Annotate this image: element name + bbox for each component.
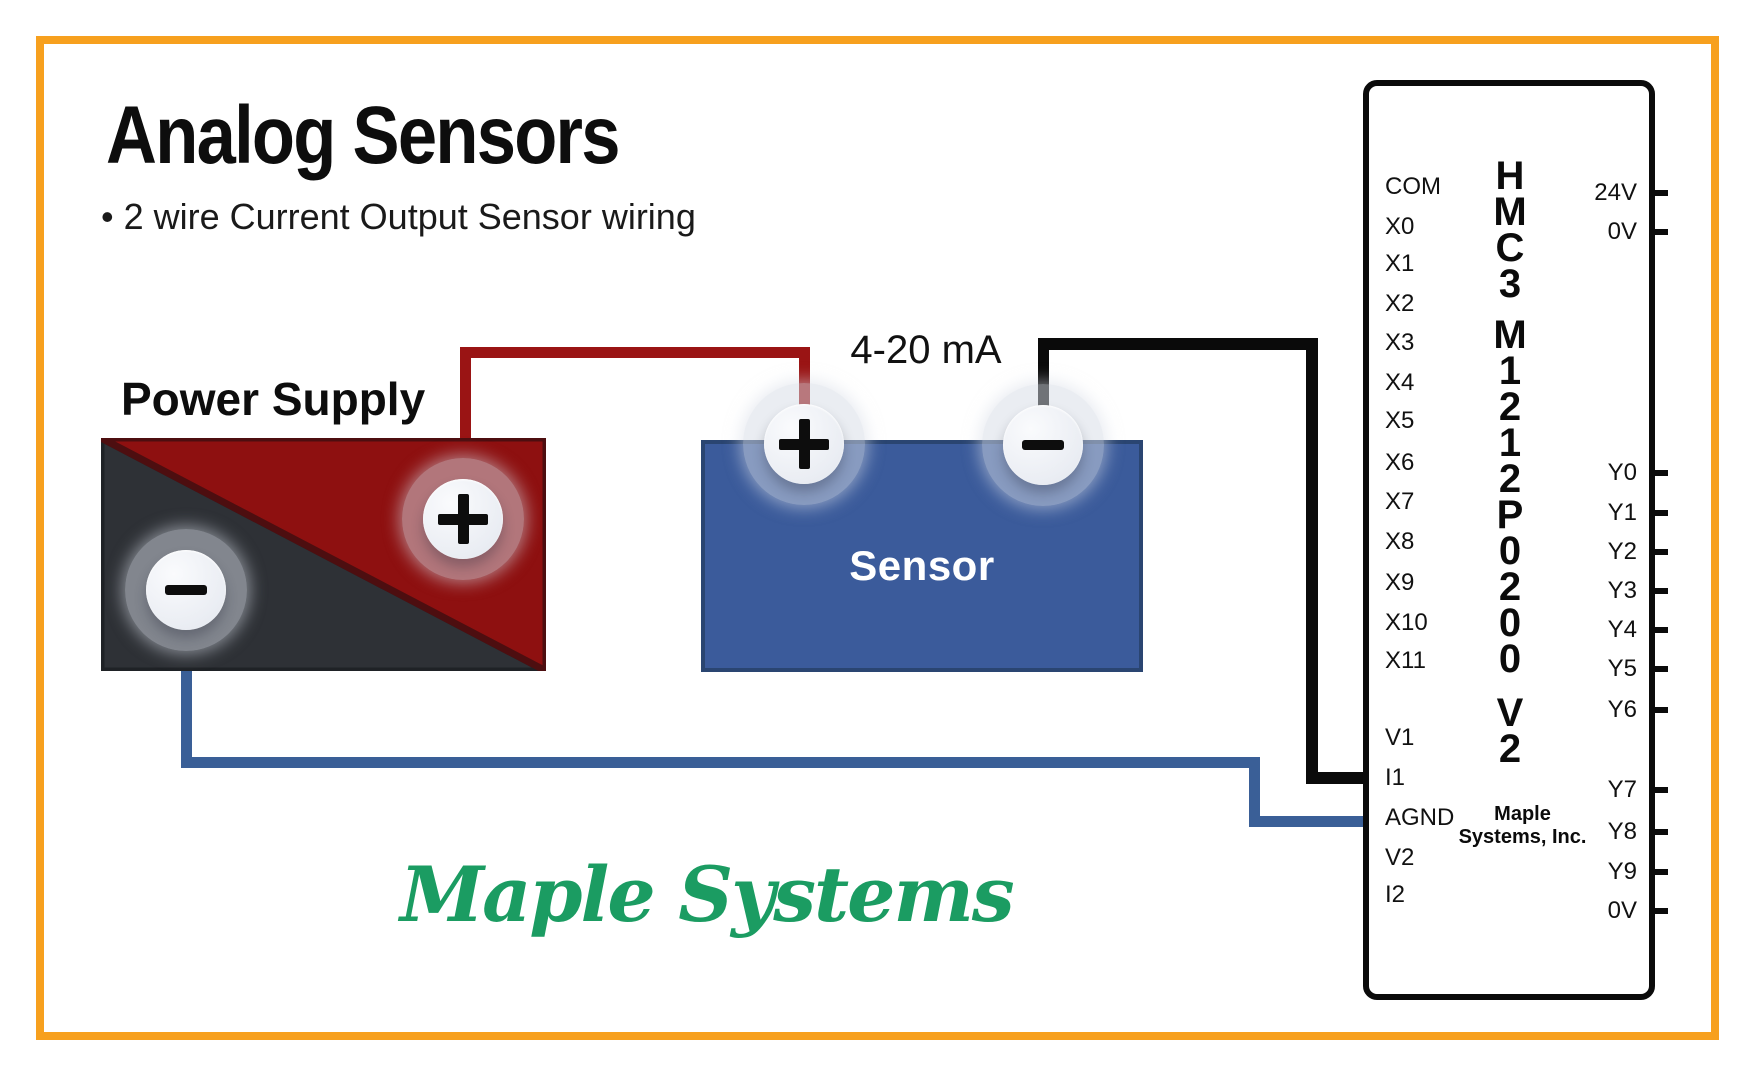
pin-label-y6: Y6	[1607, 696, 1637, 723]
pin-label-y1: Y1	[1607, 499, 1637, 526]
plus-terminal-icon	[764, 404, 844, 484]
pin-label-0v-top: 0V	[1607, 218, 1637, 245]
pin-label-y5: Y5	[1607, 655, 1637, 682]
red-wire-vertical-powersupply	[460, 347, 471, 442]
page-subtitle: • 2 wire Current Output Sensor wiring	[101, 196, 696, 237]
pin-label-agnd: AGND	[1385, 804, 1455, 831]
pin-label-i1: I1	[1385, 764, 1406, 791]
controller-model-hmc3: H M C 3	[1493, 154, 1527, 306]
pin-label-x1: X1	[1385, 250, 1415, 277]
sensor-label: Sensor	[849, 542, 995, 589]
black-wire-vertical-sensor	[1038, 338, 1049, 410]
pin-stub	[1649, 829, 1668, 835]
blue-wire-vertical-powersupply	[181, 666, 192, 768]
pin-stub	[1649, 588, 1668, 594]
black-wire-vertical-right	[1306, 338, 1318, 784]
minus-terminal-icon	[1003, 405, 1083, 485]
sensor-negative-terminal	[982, 384, 1104, 506]
brand-line-2: Systems, Inc.	[1458, 826, 1587, 848]
pin-stub	[1649, 470, 1668, 476]
pin-stub	[1649, 869, 1668, 875]
current-range-label: 4-20 mA	[850, 328, 1002, 372]
minus-terminal-icon	[146, 550, 226, 630]
pin-label-y4: Y4	[1607, 616, 1637, 643]
pin-label-x10: X10	[1385, 609, 1428, 636]
pin-label-x4: X4	[1385, 369, 1415, 396]
brand-line-1: Maple	[1494, 803, 1551, 825]
pin-label-y2: Y2	[1607, 538, 1637, 565]
pin-label-x3: X3	[1385, 329, 1415, 356]
pin-label-y3: Y3	[1607, 577, 1637, 604]
pin-label-x0: X0	[1385, 213, 1415, 240]
pin-label-x9: X9	[1385, 569, 1415, 596]
black-wire-horizontal-i1	[1306, 772, 1367, 784]
blue-wire-horizontal-agnd	[1249, 816, 1367, 827]
pin-label-y0: Y0	[1607, 459, 1637, 486]
pin-label-y7: Y7	[1607, 776, 1637, 803]
pin-stub	[1649, 666, 1668, 672]
pin-stub	[1649, 787, 1668, 793]
pin-stub	[1649, 627, 1668, 633]
pin-label-x7: X7	[1385, 488, 1415, 515]
pin-label-v1: V1	[1385, 724, 1415, 751]
pin-label-y9: Y9	[1607, 858, 1637, 885]
maple-systems-logo: Maple Systems	[400, 850, 1015, 939]
plus-terminal-icon	[423, 479, 503, 559]
red-wire-horizontal	[460, 347, 810, 358]
page-title: Analog Sensors	[106, 90, 620, 181]
pin-label-x5: X5	[1385, 407, 1415, 434]
pin-label-i2: I2	[1385, 881, 1406, 908]
pin-stub	[1649, 229, 1668, 235]
controller-model-m1212p0200: M 1 2 1 2 P 0 2 0 0	[1493, 313, 1527, 681]
pin-label-com: COM	[1385, 173, 1441, 200]
blue-wire-horizontal-long	[181, 757, 1260, 768]
power-supply-label: Power Supply	[121, 373, 426, 425]
frame-border	[36, 36, 1719, 1040]
sensor-positive-terminal	[743, 383, 865, 505]
pin-label-24v: 24V	[1594, 179, 1637, 206]
power-supply-negative-terminal	[125, 529, 247, 651]
pin-label-v2: V2	[1385, 844, 1415, 871]
pin-stub	[1649, 510, 1668, 516]
power-supply-positive-terminal	[402, 458, 524, 580]
pin-stub	[1649, 190, 1668, 196]
pin-label-y8: Y8	[1607, 818, 1637, 845]
pin-label-x6: X6	[1385, 449, 1415, 476]
pin-stub	[1649, 707, 1668, 713]
pin-stub	[1649, 908, 1668, 914]
controller-model-v2: V 2	[1496, 691, 1524, 771]
pin-stub	[1649, 549, 1668, 555]
blue-wire-vertical-mid	[1249, 757, 1260, 827]
black-wire-horizontal-top	[1038, 338, 1318, 350]
controller-box	[1363, 80, 1655, 1000]
pin-label-x2: X2	[1385, 290, 1415, 317]
controller-brand-text: Maple Systems, Inc.	[1430, 803, 1615, 849]
pin-label-x11: X11	[1385, 647, 1426, 674]
pin-label-0v-bottom: 0V	[1607, 897, 1637, 924]
pin-label-x8: X8	[1385, 528, 1415, 555]
